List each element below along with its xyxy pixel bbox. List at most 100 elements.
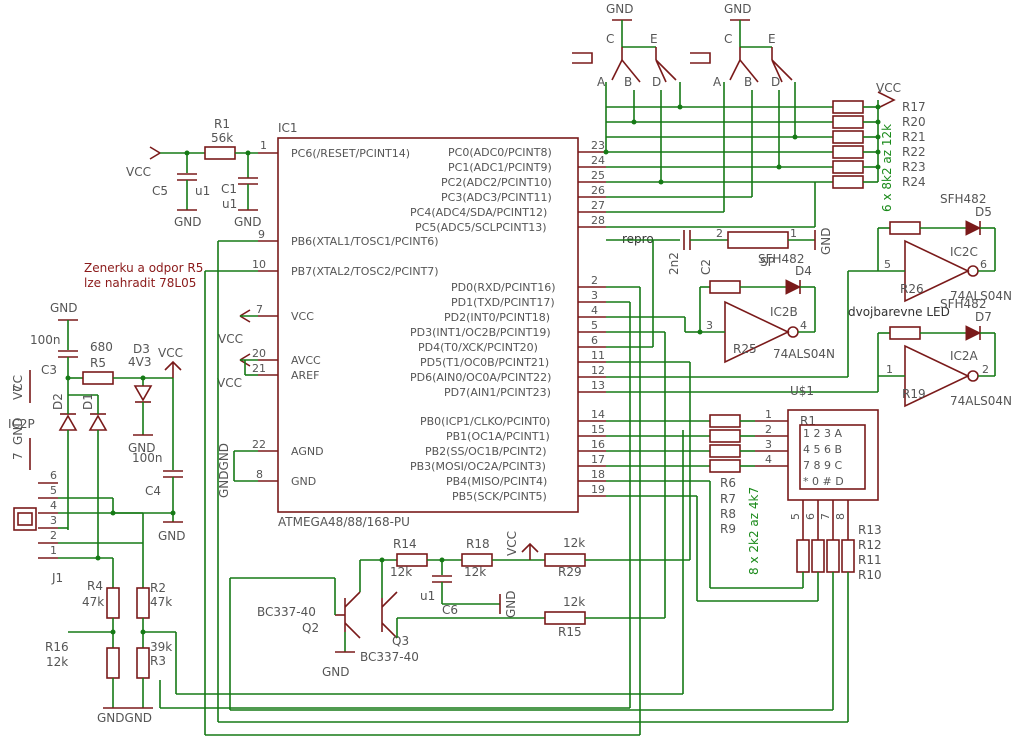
vcc-label-avcc: VCC bbox=[217, 376, 242, 390]
pb7-label: PB7(XTAL2/TOSC2/PCINT7) bbox=[291, 265, 439, 278]
j1-pin1: 1 bbox=[50, 544, 57, 557]
column-resistors: R13 R12 R11 R10 bbox=[606, 480, 882, 722]
r6-label: R6 bbox=[720, 476, 736, 490]
q3-label: Q3 bbox=[392, 634, 409, 648]
mcu-part-label: ATMEGA48/88/168-PU bbox=[278, 515, 410, 529]
d1-label: D1 bbox=[81, 393, 95, 410]
sw2-e: E bbox=[768, 32, 776, 46]
agnd-label: AGND bbox=[291, 445, 324, 458]
pin-7-label: 7 bbox=[256, 303, 263, 316]
ic2p-label: IC2P bbox=[8, 417, 35, 431]
pd2-label: PD2(INT0/PCINT18) bbox=[444, 311, 550, 324]
pc-pin-28: 28 bbox=[591, 214, 605, 227]
vcc-label-q: VCC bbox=[505, 531, 519, 556]
pb-pin-18: 18 bbox=[591, 468, 605, 481]
j1-pin4: 4 bbox=[50, 499, 57, 512]
sp-pin2: 2 bbox=[716, 227, 723, 240]
pd-pin-4: 4 bbox=[591, 304, 598, 317]
kp-pin4: 4 bbox=[765, 453, 772, 466]
gate-ic2a: IC2A R19 74ALS04N 1 2 dvojbarevne LED D7… bbox=[606, 297, 1012, 408]
ic2-vcc: VCC bbox=[11, 375, 25, 400]
gate-ic2c: IC2C R26 74ALS04N 5 6 D5 SFH482 bbox=[606, 192, 1012, 378]
c1-value: u1 bbox=[222, 197, 237, 211]
r11-label: R11 bbox=[858, 553, 882, 567]
pc2-label: PC2(ADC2/PCINT10) bbox=[441, 176, 552, 189]
sw2-a: A bbox=[713, 75, 722, 89]
gndgnd-label: GNDGND bbox=[217, 443, 231, 498]
r3-value: 39k bbox=[150, 640, 172, 654]
aref-label: AREF bbox=[291, 369, 319, 382]
keypad-row1: 1 2 3 A bbox=[803, 427, 842, 440]
r29-label: R29 bbox=[558, 565, 582, 579]
r10-label: R10 bbox=[858, 568, 882, 582]
gnd-label-sw1: GND bbox=[606, 2, 634, 16]
pb1-label: PB1(OC1A/PCINT1) bbox=[446, 430, 550, 443]
pd6-label: PD6(AIN0/OC0A/PCINT22) bbox=[410, 371, 551, 384]
gnd-pin-label: GND bbox=[291, 475, 316, 488]
kp-pin2: 2 bbox=[765, 423, 772, 436]
j1-pin3: 3 bbox=[50, 514, 57, 527]
c6-value: u1 bbox=[420, 589, 435, 603]
keypad-row4: * 0 # D bbox=[803, 475, 844, 488]
pc6-label: PC6(/RESET/PCINT14) bbox=[291, 147, 410, 160]
pb-pin-19: 19 bbox=[591, 483, 605, 496]
ic2a-label: IC2A bbox=[950, 349, 979, 363]
q3-part: BC337-40 bbox=[360, 650, 419, 664]
pd-pin-2: 2 bbox=[591, 274, 598, 287]
note-zener-line2: lze nahradit 78L05 bbox=[84, 276, 196, 290]
r2-value: 47k bbox=[150, 595, 172, 609]
ic2a-pin1: 1 bbox=[886, 363, 893, 376]
connector-j1: 6 5 4 3 2 1 J1 bbox=[13, 469, 176, 585]
pc-pin-24: 24 bbox=[591, 154, 605, 167]
pd4-label: PD4(T0/XCK/PCINT20) bbox=[418, 341, 538, 354]
j1-pin6: 6 bbox=[50, 469, 57, 482]
r5-label: R5 bbox=[90, 356, 106, 370]
pd-pin-5: 5 bbox=[591, 319, 598, 332]
bank-note: 6 x 8k2 az 12k bbox=[880, 124, 894, 212]
repro-label: repro bbox=[622, 232, 654, 246]
pin-10-label: 10 bbox=[252, 258, 266, 271]
r26-label: R26 bbox=[900, 282, 924, 296]
q2-label: Q2 bbox=[302, 621, 319, 635]
ic2b-label: IC2B bbox=[770, 305, 798, 319]
pc-port-pins: PC0(ADC0/PCINT8) PC1(ADC1/PCINT9) PC2(AD… bbox=[410, 139, 606, 234]
gnd-label-c5: GND bbox=[174, 215, 202, 229]
kp-pin7: 7 bbox=[819, 513, 832, 520]
pc-pin-26: 26 bbox=[591, 184, 605, 197]
pb-pin-16: 16 bbox=[591, 438, 605, 451]
kp-pin5: 5 bbox=[789, 513, 802, 520]
c4-label: C4 bbox=[145, 484, 161, 498]
r25-label: R25 bbox=[733, 342, 757, 356]
vcc-label-pin7: VCC bbox=[218, 332, 243, 346]
pc-pin-27: 27 bbox=[591, 199, 605, 212]
vcc-label-bank: VCC bbox=[876, 81, 901, 95]
gnd-label-divider: GNDGND bbox=[97, 711, 152, 725]
r8-label: R8 bbox=[720, 507, 736, 521]
r1-label: R1 bbox=[214, 117, 230, 131]
ic1-label: IC1 bbox=[278, 121, 298, 135]
r9-label: R9 bbox=[720, 522, 736, 536]
ic2-gnd: GND bbox=[11, 417, 25, 445]
pd3-label: PD3(INT1/OC2B/PCINT19) bbox=[410, 326, 551, 339]
pin-22-label: 22 bbox=[252, 438, 266, 451]
pc0-label: PC0(ADC0/PCINT8) bbox=[448, 146, 552, 159]
pc3-label: PC3(ADC3/PCINT11) bbox=[441, 191, 552, 204]
pd-pin-6: 6 bbox=[591, 334, 598, 347]
c1-label: C1 bbox=[221, 182, 237, 196]
pc1-label: PC1(ADC1/PCINT9) bbox=[448, 161, 552, 174]
r5-value: 680 bbox=[90, 340, 113, 354]
r3-label: R3 bbox=[150, 654, 166, 668]
r15-label: R15 bbox=[558, 625, 582, 639]
gnd-label-d3: GND bbox=[128, 441, 156, 455]
sfh482-c: SFH482 bbox=[940, 192, 986, 206]
r14-value: 12k bbox=[390, 565, 412, 579]
kp-pin1: 1 bbox=[765, 408, 772, 421]
power-supply: GND 100n C3 680 R5 D3 4V3 GND VCC 100n C bbox=[30, 301, 186, 558]
j1-pin2: 2 bbox=[50, 529, 57, 542]
pullup-bank: VCC R17 R20 R21 bbox=[603, 81, 926, 228]
d7-label: D7 bbox=[975, 310, 992, 324]
kp-pin3: 3 bbox=[765, 438, 772, 451]
r18-label: R18 bbox=[466, 537, 490, 551]
pd-pin-11: 11 bbox=[591, 349, 605, 362]
